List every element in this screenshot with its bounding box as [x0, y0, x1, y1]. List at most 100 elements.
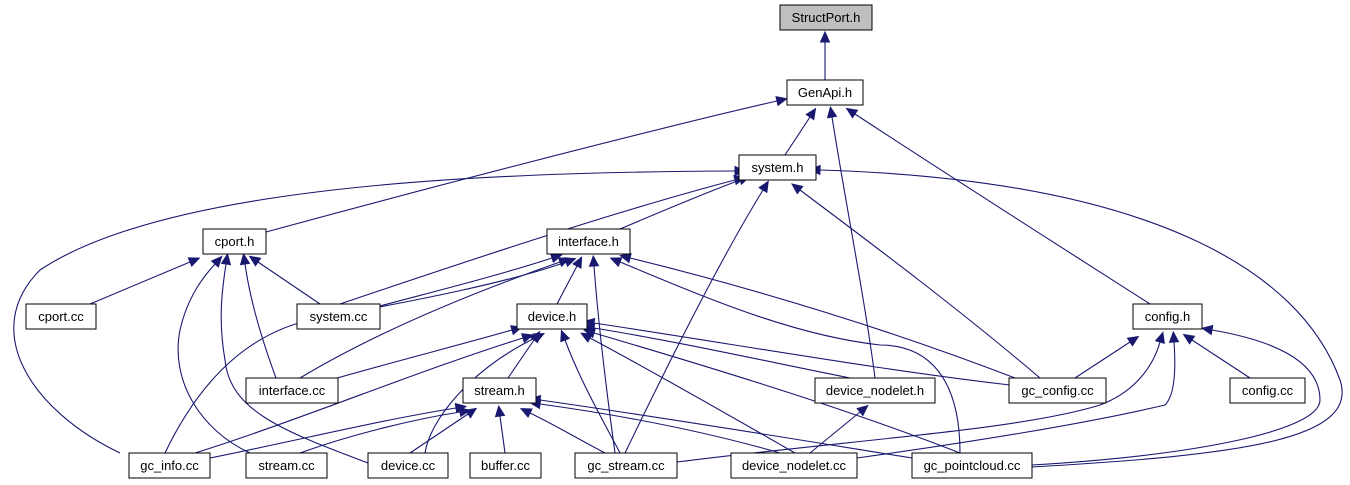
- node-GenApi-h[interactable]: GenApi.h: [786, 79, 864, 106]
- edge-gc_stream_cc-to-system_h: [624, 180, 769, 454]
- edge-gc_stream_cc-to-device_h: [560, 329, 621, 454]
- edge-gc_pointcloud_cc-to-stream_h: [528, 394, 913, 459]
- edge-system_cc-to-interface_h: [379, 253, 563, 307]
- arrowhead-icon: [856, 404, 869, 417]
- node-stream-h[interactable]: stream.h: [462, 377, 537, 404]
- edge-gc_info_cc-to-stream_h: [209, 402, 468, 459]
- node-cport-cc[interactable]: cport.cc: [25, 303, 97, 330]
- node-device-nodelet-h[interactable]: device_nodelet.h: [814, 377, 936, 404]
- node-gc-pointcloud-cc[interactable]: gc_pointcloud.cc: [911, 452, 1033, 479]
- edge-line: [209, 407, 457, 459]
- edge-line: [676, 341, 1161, 463]
- edge-system_cc-to-system_h: [339, 175, 746, 305]
- edge-device_nodelet_h-to-GenApi_h: [826, 105, 876, 379]
- node-label: gc_config.cc: [1021, 383, 1094, 398]
- arrowhead-icon: [1200, 324, 1214, 336]
- edge-line: [564, 339, 621, 454]
- edge-line: [177, 263, 251, 454]
- node-box[interactable]: [786, 79, 864, 106]
- node-box[interactable]: [469, 452, 542, 479]
- edge-line: [831, 116, 876, 379]
- edge-line: [220, 263, 369, 464]
- node-StructPort-h[interactable]: StructPort.h: [779, 4, 873, 31]
- node-box[interactable]: [779, 4, 873, 31]
- node-cport-h[interactable]: cport.h: [202, 228, 267, 255]
- edge-line: [619, 261, 961, 454]
- node-device-cc[interactable]: device.cc: [367, 452, 449, 479]
- edge-line: [593, 327, 851, 379]
- edge-GenApi_h-to-StructPort_h: [819, 30, 831, 80]
- node-label: gc_pointcloud.cc: [924, 458, 1021, 473]
- node-label: interface.cc: [259, 383, 326, 398]
- node-label: gc_info.cc: [140, 458, 199, 473]
- node-box[interactable]: [730, 452, 858, 479]
- edge-interface_h-to-system_h: [619, 175, 751, 230]
- edge-line: [784, 116, 811, 156]
- node-config-cc[interactable]: config.cc: [1229, 377, 1306, 404]
- node-box[interactable]: [738, 154, 817, 181]
- node-gc-info-cc[interactable]: gc_info.cc: [128, 452, 211, 479]
- arrowhead-icon: [464, 407, 478, 419]
- edge-device_nodelet_cc-to-config_h: [856, 330, 1180, 459]
- node-box[interactable]: [25, 303, 97, 330]
- node-label: interface.h: [558, 234, 619, 249]
- node-box[interactable]: [202, 228, 267, 255]
- node-interface-cc[interactable]: interface.cc: [245, 377, 339, 404]
- node-stream-cc[interactable]: stream.cc: [245, 452, 328, 479]
- node-box[interactable]: [516, 303, 588, 330]
- edge-device_cc-to-stream_h: [409, 407, 478, 454]
- node-box[interactable]: [814, 377, 936, 404]
- edge-line: [593, 322, 1011, 386]
- node-box[interactable]: [128, 452, 211, 479]
- edge-cport_h-to-GenApi_h: [265, 95, 788, 233]
- edge-line: [856, 341, 1176, 459]
- node-box[interactable]: [245, 452, 328, 479]
- node-box[interactable]: [546, 228, 631, 255]
- edge-line: [819, 169, 1343, 468]
- node-label: buffer.cc: [481, 458, 530, 473]
- node-box[interactable]: [1229, 377, 1306, 404]
- arrowhead-icon: [758, 180, 769, 194]
- node-box[interactable]: [245, 377, 339, 404]
- edge-device_cc-to-cport_h: [220, 252, 369, 464]
- node-label: cport.cc: [38, 309, 84, 324]
- node-device-h[interactable]: device.h: [516, 303, 588, 330]
- node-gc-stream-cc[interactable]: gc_stream.cc: [574, 452, 678, 479]
- node-box[interactable]: [1132, 303, 1203, 330]
- node-label: device.cc: [381, 458, 436, 473]
- node-config-h[interactable]: config.h: [1132, 303, 1203, 330]
- edge-line: [593, 265, 616, 454]
- node-box[interactable]: [462, 377, 537, 404]
- node-system-cc[interactable]: system.cc: [296, 303, 381, 330]
- edge-line: [629, 257, 1016, 379]
- node-label: gc_stream.cc: [587, 458, 665, 473]
- node-box[interactable]: [367, 452, 449, 479]
- node-gc-config-cc[interactable]: gc_config.cc: [1008, 377, 1107, 404]
- edge-line: [589, 337, 796, 454]
- edge-stream_cc-to-cport_h: [177, 255, 251, 454]
- node-buffer-cc[interactable]: buffer.cc: [469, 452, 542, 479]
- edge-line: [1191, 339, 1251, 379]
- edge-line: [339, 179, 736, 305]
- edge-gc_config_cc-to-system_h: [791, 183, 1041, 379]
- node-system-h[interactable]: system.h: [738, 154, 817, 181]
- node-box[interactable]: [296, 303, 381, 330]
- edge-gc_stream_cc-to-interface_h: [588, 254, 616, 454]
- node-label: system.h: [751, 160, 803, 175]
- node-box[interactable]: [1008, 377, 1107, 404]
- edge-line: [556, 265, 578, 305]
- node-interface-h[interactable]: interface.h: [546, 228, 631, 255]
- node-box[interactable]: [911, 452, 1033, 479]
- arrowhead-icon: [563, 257, 577, 268]
- arrowhead-icon: [609, 257, 623, 268]
- node-box[interactable]: [574, 452, 678, 479]
- edge-gc_config_cc-to-config_h: [1074, 335, 1140, 379]
- node-label: stream.h: [474, 383, 525, 398]
- arrowhead-icon: [619, 253, 632, 264]
- edge-line: [507, 339, 535, 379]
- edge-line: [164, 261, 567, 454]
- edge-interface_cc-to-device_h: [329, 325, 523, 381]
- edge-line: [13, 170, 736, 454]
- node-device-nodelet-cc[interactable]: device_nodelet.cc: [730, 452, 858, 479]
- arrowhead-icon: [805, 107, 817, 121]
